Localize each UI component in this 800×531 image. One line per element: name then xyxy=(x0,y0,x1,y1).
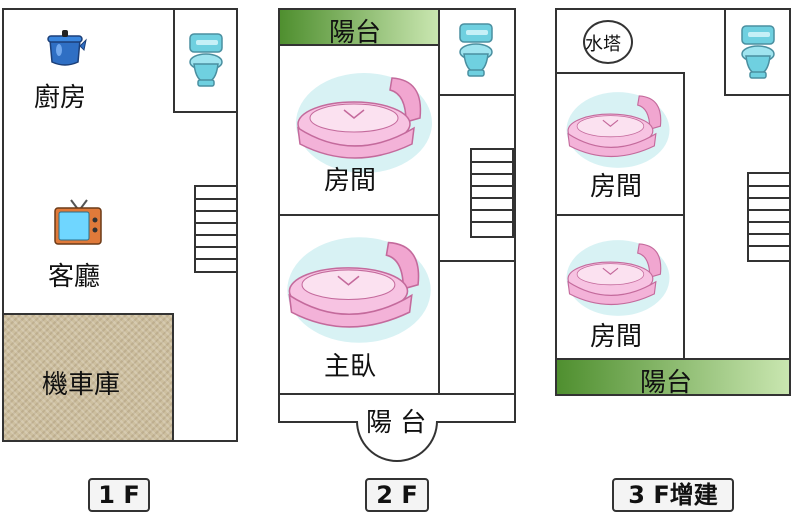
floor-3-water-tower xyxy=(583,20,633,64)
crib-icon xyxy=(287,237,431,343)
floor-2-stairs xyxy=(470,148,514,238)
floor-tag-2f: 2 F xyxy=(365,478,429,512)
room-label-room-b: 房間 xyxy=(590,322,643,352)
room-label-balcony-3f: 陽台 xyxy=(640,368,693,398)
room-label-water-tower: 水塔 xyxy=(585,34,621,55)
floor-tag-1f: 1 F xyxy=(88,478,150,512)
toilet-icon xyxy=(459,23,493,77)
toilet-icon xyxy=(741,25,775,79)
room-label-room: 房間 xyxy=(324,166,377,196)
floor-1-stairs xyxy=(194,185,238,273)
crib-icon xyxy=(566,92,670,168)
floor-3-stairs xyxy=(747,172,791,262)
kettle-icon xyxy=(47,30,87,66)
room-label-balcony-top: 陽台 xyxy=(329,18,382,48)
crib-icon xyxy=(296,73,432,173)
tv-icon xyxy=(54,199,102,245)
room-label-kitchen: 廚房 xyxy=(34,83,87,113)
crib-icon xyxy=(566,240,670,316)
balcony-bay-icon xyxy=(356,420,438,462)
room-label-room-a: 房間 xyxy=(590,172,643,202)
room-label-living: 客廳 xyxy=(48,262,101,292)
room-label-garage: 機車庫 xyxy=(42,370,121,400)
floor-1-garage xyxy=(2,313,174,442)
room-label-balcony-bottom: 陽 台 xyxy=(366,408,427,438)
floor-3-balcony xyxy=(555,358,791,396)
floor-tag-3f: 3 F增建 xyxy=(612,478,734,512)
toilet-icon xyxy=(189,33,223,87)
room-label-master: 主臥 xyxy=(324,352,377,382)
